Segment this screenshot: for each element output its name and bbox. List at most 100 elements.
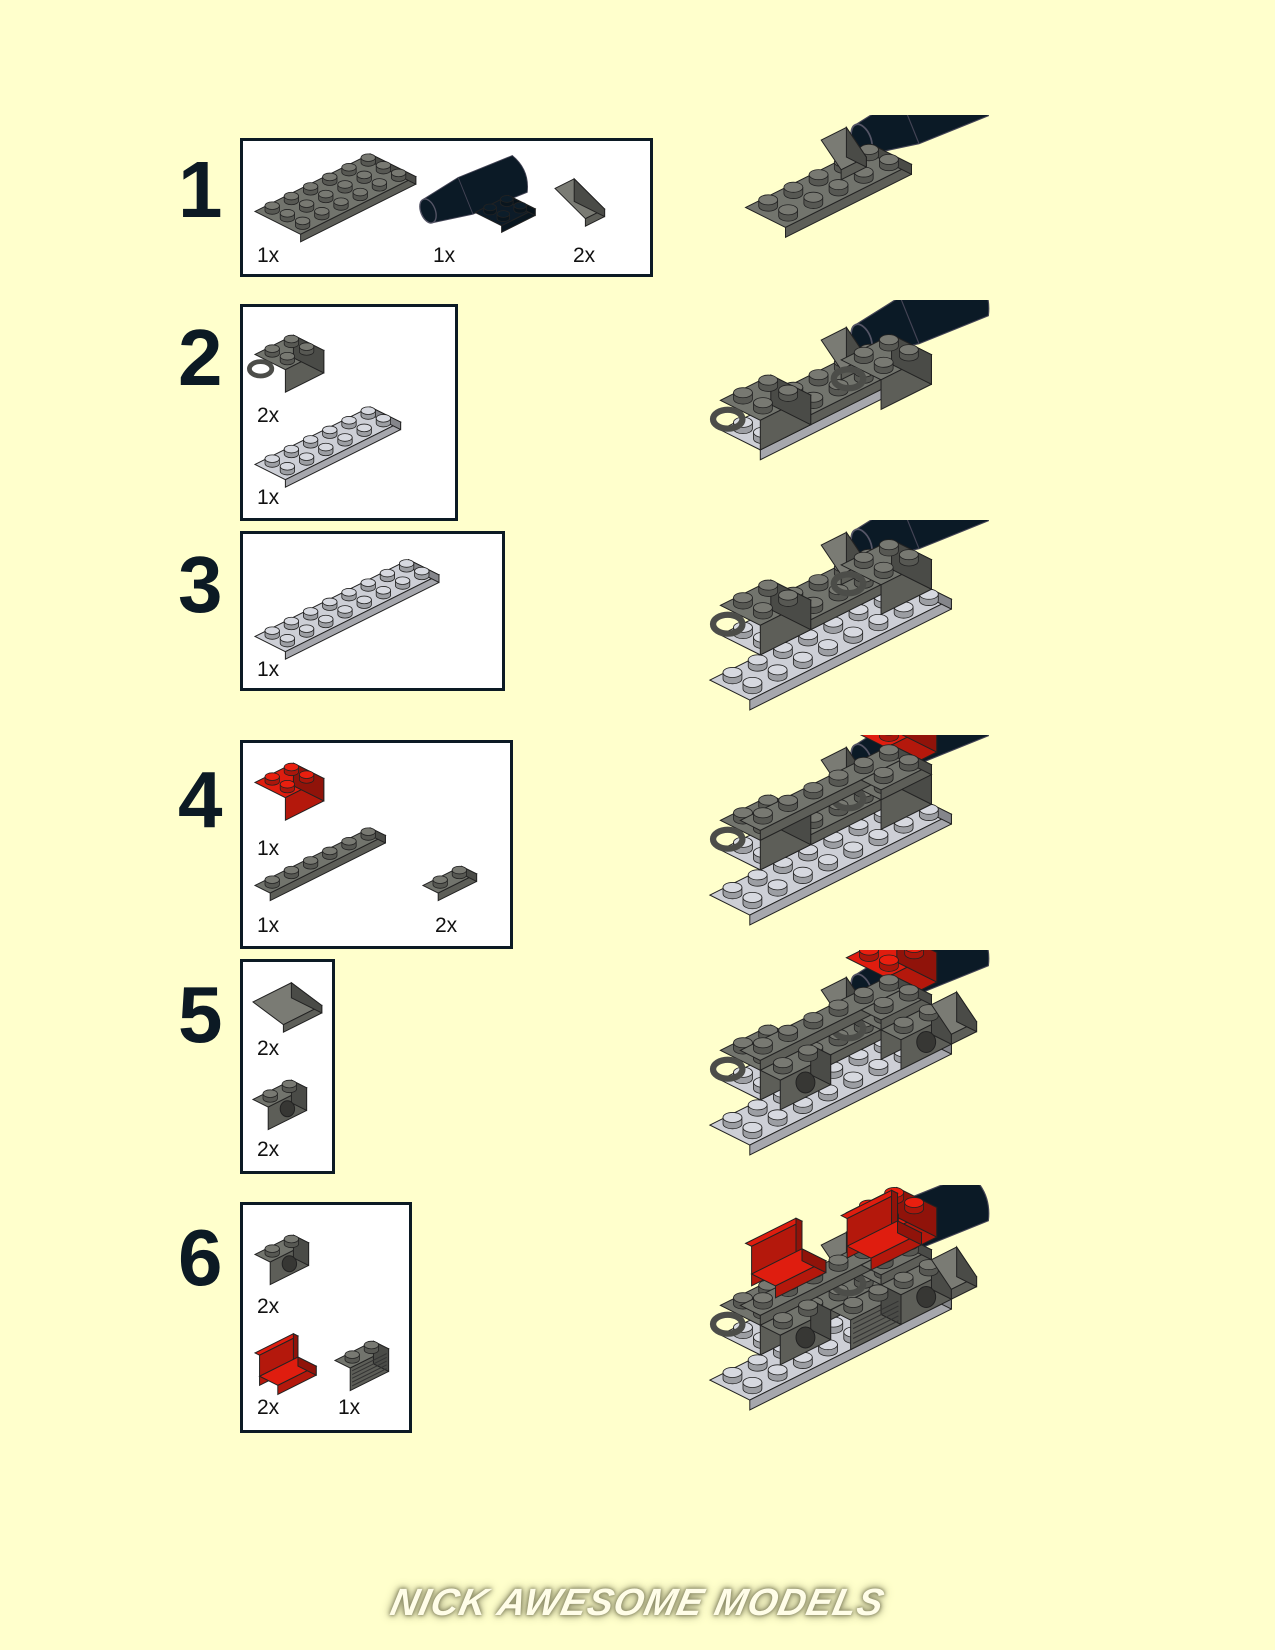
stud: [451, 865, 467, 875]
part-quantity: 1x: [338, 1396, 361, 1419]
stud: [792, 866, 813, 878]
side-face: [896, 950, 938, 983]
grille-line: [351, 1360, 387, 1379]
step-number: 1: [178, 145, 223, 234]
stud: [843, 1296, 864, 1308]
brick: [253, 1234, 310, 1286]
stud: [341, 163, 357, 172]
stud: [873, 766, 894, 778]
stud: [722, 667, 743, 678]
stud: [264, 772, 280, 781]
stud: [905, 950, 923, 953]
engine-nozzle: [419, 198, 437, 224]
brick: [333, 1340, 390, 1392]
brick: [859, 983, 933, 1031]
part-quantity: 2x: [257, 1396, 280, 1419]
handle-icon: [709, 1311, 746, 1337]
stud: [375, 161, 391, 170]
stud: [322, 425, 338, 435]
stud: [899, 984, 919, 996]
stud: [808, 369, 829, 381]
stud: [758, 194, 779, 206]
stud: [264, 626, 280, 635]
parts-box: 2x 1x: [240, 304, 458, 521]
stud: [778, 794, 798, 806]
stud: [868, 1284, 889, 1296]
stud: [818, 639, 838, 651]
stud: [279, 352, 296, 361]
stud: [264, 201, 280, 210]
side-face: [901, 735, 938, 753]
stud: [360, 827, 376, 836]
engine-body: [854, 115, 990, 156]
parts-illustration: [253, 762, 478, 902]
step-number: 3: [178, 540, 223, 629]
brick: [253, 762, 325, 822]
brick: [251, 1079, 308, 1131]
stud: [818, 854, 838, 866]
handle-icon: [709, 1056, 746, 1082]
part-quantity: 2x: [435, 914, 458, 937]
stud: [733, 807, 753, 819]
stud: [283, 616, 300, 626]
stud: [747, 1354, 768, 1366]
stud: [302, 182, 319, 191]
stud: [352, 187, 368, 197]
stud: [767, 1109, 788, 1121]
stud: [337, 605, 353, 614]
stud: [899, 754, 919, 766]
stud: [281, 1079, 298, 1089]
part-quantity: 2x: [573, 244, 596, 267]
stud: [513, 201, 527, 210]
stud: [753, 1292, 773, 1304]
parts-illustration: [251, 981, 323, 1131]
engine-seam: [457, 177, 474, 215]
stud: [375, 586, 391, 595]
stud: [283, 1234, 300, 1244]
stud: [742, 677, 763, 688]
stud: [873, 996, 894, 1008]
stud: [360, 153, 376, 162]
brick: [750, 1247, 828, 1299]
stud: [873, 356, 894, 368]
stud: [868, 829, 889, 840]
stud: [356, 595, 372, 605]
slope: [820, 125, 868, 181]
stud: [879, 744, 899, 756]
stud: [879, 735, 899, 742]
engine: [419, 155, 528, 224]
handle-icon: [830, 366, 867, 392]
stud: [798, 1044, 818, 1056]
parts-illustration: [253, 1234, 390, 1396]
brick: [253, 827, 387, 902]
stud: [375, 414, 391, 423]
stud: [399, 559, 415, 568]
stud: [432, 875, 448, 884]
side-face: [573, 177, 606, 218]
stud: [904, 1197, 924, 1208]
stud: [733, 387, 753, 399]
parts-box: 1x: [240, 531, 505, 691]
stud: [283, 444, 300, 454]
side-face: [956, 990, 978, 1033]
stud: [828, 1254, 849, 1266]
stud: [747, 654, 768, 666]
stud: [363, 1340, 379, 1350]
stud: [868, 1059, 889, 1070]
stud: [318, 614, 334, 624]
brick: [759, 1299, 832, 1366]
parts-illustration: [247, 334, 402, 489]
parts-illustration: [253, 558, 441, 661]
grille-line: [351, 1364, 387, 1383]
stud: [318, 189, 334, 199]
stud: [753, 1037, 773, 1049]
stud: [808, 574, 829, 586]
stud: [843, 1071, 864, 1083]
stud: [747, 869, 768, 881]
stud: [322, 172, 338, 182]
engine-body: [854, 520, 990, 561]
stud: [302, 607, 319, 616]
step-2-model: [709, 300, 990, 461]
stud: [279, 634, 296, 643]
stud: [879, 954, 899, 966]
